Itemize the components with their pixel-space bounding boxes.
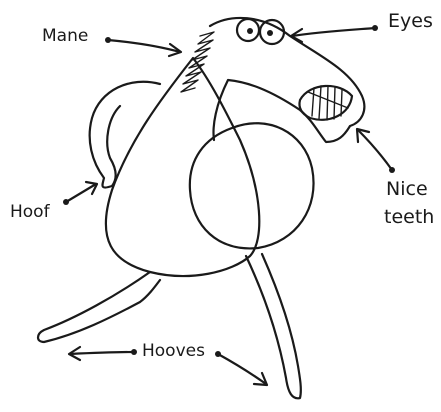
label-eyes: Eyes [388, 12, 433, 31]
label-hoof: Hoof [10, 204, 50, 221]
arrow-hoof [63, 182, 97, 205]
label-teeth: teeth [384, 208, 434, 227]
label-mane: Mane [42, 28, 88, 45]
arrow-hooves-left [69, 347, 137, 360]
horse-shoulder [190, 123, 314, 248]
arrow-mane [105, 37, 181, 56]
label-hooves: Hooves [142, 343, 205, 360]
left-pupil [247, 28, 253, 34]
right-pupil [267, 30, 273, 36]
raised-leg [90, 82, 160, 188]
teeth-lines [308, 86, 348, 120]
arrow-eyes [291, 25, 378, 42]
label-nice: Nice [386, 180, 428, 199]
back-leg [38, 272, 160, 342]
arrow-hooves-right [215, 351, 267, 385]
horse-mouth [299, 86, 352, 120]
horse-head [210, 18, 364, 142]
arrow-teeth [357, 129, 395, 173]
